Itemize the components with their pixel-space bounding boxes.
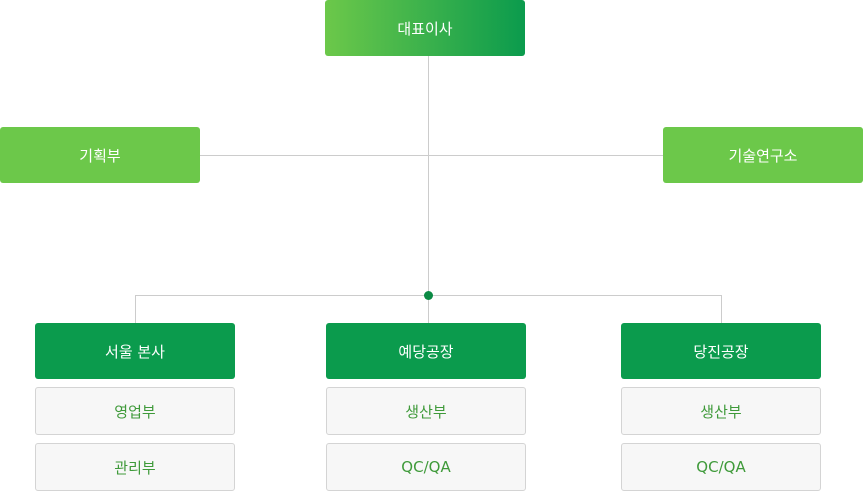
yedang-qcqa-dept: QC/QA xyxy=(326,443,526,491)
planning-dept-box: 기획부 xyxy=(0,127,200,183)
ceo-box: 대표이사 xyxy=(325,0,525,56)
junction-dot xyxy=(424,291,433,300)
dangjin-production-dept: 생산부 xyxy=(621,387,821,435)
seoul-sales-label: 영업부 xyxy=(114,402,156,421)
seoul-admin-dept: 관리부 xyxy=(35,443,235,491)
ceo-trunk-line xyxy=(428,56,429,324)
planning-dept-label: 기획부 xyxy=(79,146,121,165)
yedang-production-label: 생산부 xyxy=(405,402,447,421)
dangjin-plant-box: 당진공장 xyxy=(621,323,821,379)
dangjin-qcqa-dept: QC/QA xyxy=(621,443,821,491)
ceo-label: 대표이사 xyxy=(397,19,453,38)
research-lab-label: 기술연구소 xyxy=(728,146,798,165)
yedang-qcqa-label: QC/QA xyxy=(401,458,451,476)
research-lab-box: 기술연구소 xyxy=(663,127,863,183)
dangjin-production-label: 생산부 xyxy=(700,402,742,421)
seoul-admin-label: 관리부 xyxy=(114,458,156,477)
seoul-hq-box: 서울 본사 xyxy=(35,323,235,379)
yedang-production-dept: 생산부 xyxy=(326,387,526,435)
seoul-drop-line xyxy=(135,295,136,323)
seoul-sales-dept: 영업부 xyxy=(35,387,235,435)
dangjin-plant-label: 당진공장 xyxy=(693,342,749,361)
dangjin-qcqa-label: QC/QA xyxy=(696,458,746,476)
staff-horizontal-line xyxy=(200,155,663,156)
seoul-hq-label: 서울 본사 xyxy=(105,342,165,361)
dangjin-drop-line xyxy=(721,295,722,323)
yedang-plant-label: 예당공장 xyxy=(398,342,454,361)
yedang-plant-box: 예당공장 xyxy=(326,323,526,379)
